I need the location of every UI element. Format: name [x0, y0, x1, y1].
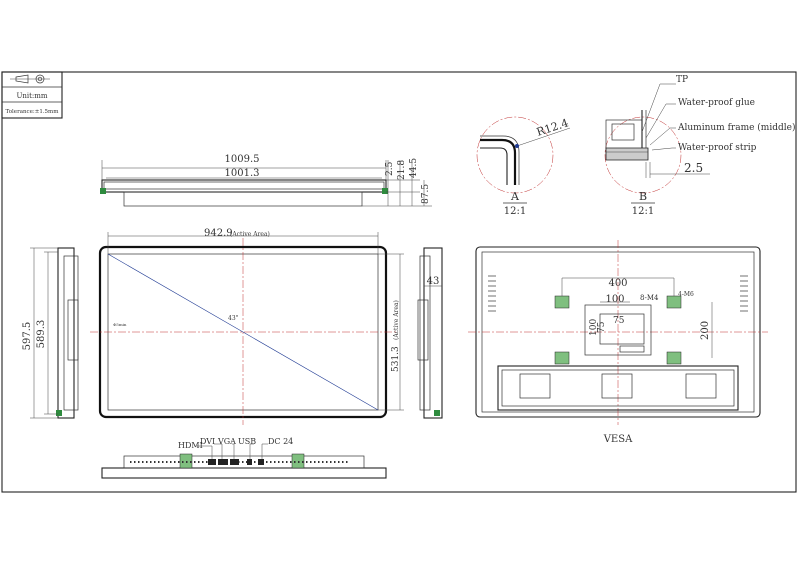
bezel-height-dim: 589.3 [36, 320, 47, 349]
vesa-75-v-dim: 75 [597, 321, 607, 333]
detail-a-radius: R12.4 [535, 116, 570, 138]
port-connectors [208, 459, 264, 465]
active-height-dim: 531.3 [391, 346, 401, 372]
active-height-note: (Active Area) [393, 300, 400, 340]
bottom-view: HDMI DVI VGA USB DC 24 [101, 437, 387, 479]
diagonal-label: 43" [228, 315, 239, 322]
detail-a: R12.4 A 12:1 [476, 116, 570, 217]
detail-b-callout-strip: Water-proof strip [678, 143, 757, 153]
vesa-100-h-dim: 100 [605, 294, 624, 305]
port-dvi: DVI [200, 437, 215, 446]
vesa-400-dim: 400 [608, 278, 627, 289]
depth-dim: 43 [427, 276, 440, 287]
vesa-75-h-dim: 75 [613, 316, 625, 326]
port-dc: DC 24 [268, 437, 293, 446]
screw-note: 8-M4 [640, 294, 659, 302]
detail-b-callout-glue: Water-proof glue [678, 98, 755, 108]
overall-height-dim: 597.5 [22, 322, 33, 351]
active-width-note: (Active Area) [230, 231, 270, 238]
left-vents [488, 275, 496, 312]
port-hdmi: HDMI [178, 441, 203, 450]
right-side-view: 43 [417, 247, 443, 419]
tolerance-label: Tolerance:±1.5mm [6, 109, 60, 115]
vesa-inner-plate [584, 304, 652, 356]
dim-right-1: 2.5 [385, 161, 395, 176]
vesa-100-v-dim: 100 [589, 319, 599, 336]
detail-b-callout-tp: TP [676, 75, 688, 85]
left-side-view: 597.5 589.3 [22, 247, 79, 419]
rear-view: 400 100 8-M4 75 4-M6 200 100 75 VESA [468, 240, 768, 445]
dim-right-4: 87.5 [421, 184, 431, 204]
mount-note: 4-M6 [678, 291, 694, 298]
hole-note: Φ5min [113, 322, 127, 327]
vesa-200-dim: 200 [700, 321, 711, 340]
front-view: 43" Φ5min 942.9 (Active Area) 531.3 (Act… [90, 228, 404, 425]
detail-b-gap: 2.5 [684, 161, 703, 175]
detail-b: TP Water-proof glue Aluminum frame (midd… [604, 75, 795, 217]
detail-b-label: B [639, 190, 647, 203]
active-width-dim: 942.9 [204, 228, 233, 239]
detail-b-callout-frame: Aluminum frame (middle) [677, 122, 795, 133]
dim-right-2: 21.8 [397, 160, 407, 180]
inner-width-dim: 1001.3 [225, 168, 260, 179]
port-vga: VGA [217, 437, 236, 446]
lower-housing [497, 365, 739, 411]
drawing-border [1, 71, 797, 493]
title-block: Unit:mm Tolerance:±1.5mm [1, 71, 63, 119]
detail-a-label: A [510, 190, 520, 203]
top-view: 1009.5 1001.3 2.5 21.8 44.5 87.5 [100, 154, 432, 207]
detail-a-scale: 12:1 [504, 206, 526, 217]
overall-width-dim: 1009.5 [225, 154, 260, 165]
vesa-caption: VESA [603, 434, 633, 445]
dim-right-3: 44.5 [409, 158, 419, 178]
detail-b-scale: 12:1 [632, 206, 654, 217]
projection-symbol-icon [10, 74, 50, 84]
port-usb: USB [238, 437, 256, 446]
right-vents [740, 275, 748, 312]
unit-label: Unit:mm [16, 92, 47, 100]
vesa-mount-pads [554, 295, 682, 365]
